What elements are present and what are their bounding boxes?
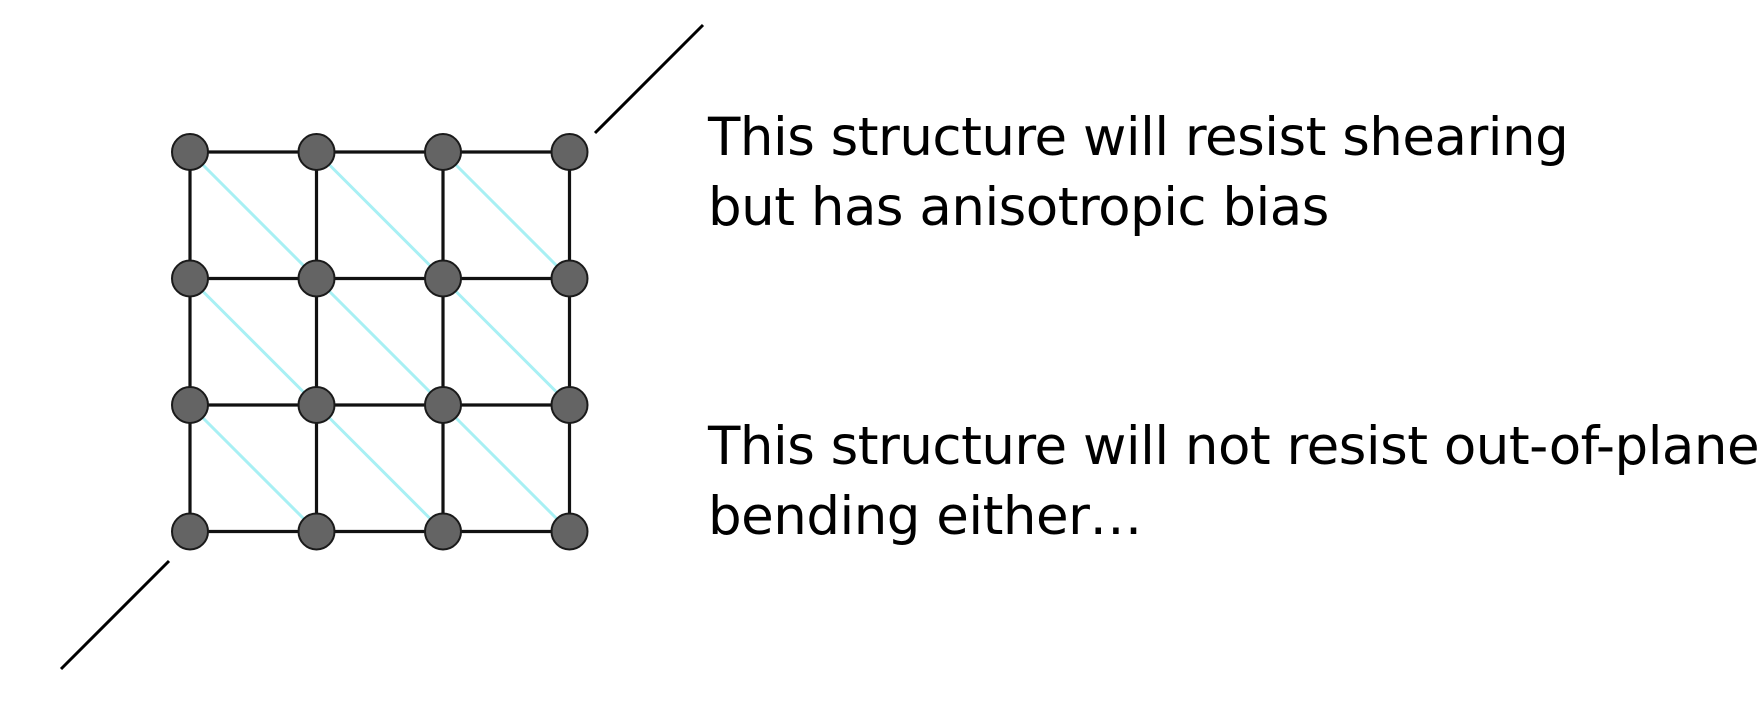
shear-diagonal [441, 403, 571, 533]
caption-bending-line-2: bending either… [708, 486, 1142, 547]
caption-shearing: This structure will resist shearing but … [708, 103, 1569, 243]
grid-node [171, 386, 209, 424]
grid-node [297, 386, 336, 424]
grid-edges [188, 150, 572, 534]
grid-node [297, 259, 336, 298]
grid-node [550, 133, 589, 171]
grid-node [171, 133, 209, 171]
shear-diagonal [315, 277, 445, 407]
shear-diagonal [441, 150, 571, 280]
grid-node [550, 512, 589, 551]
caption-bending-line-1: This structure will not resist out-of-pl… [708, 416, 1760, 477]
grid-node [424, 133, 462, 171]
grid-node [297, 512, 336, 551]
grid-node [297, 133, 336, 171]
grid-node [171, 259, 209, 298]
shear-diagonal [188, 150, 318, 280]
shear-diagonal [315, 150, 445, 280]
grid-node [424, 386, 462, 424]
grid-node [550, 386, 589, 424]
grid-node [550, 259, 589, 298]
grid-nodes [171, 133, 589, 551]
shear-diagonal [188, 277, 318, 407]
grid-node [424, 512, 462, 551]
grid-node [171, 512, 209, 551]
axis-segment-upper [593, 23, 705, 135]
caption-shearing-line-1: This structure will resist shearing [708, 107, 1569, 168]
shear-diagonal [441, 277, 571, 407]
diagonal-axis [59, 23, 705, 671]
caption-bending: This structure will not resist out-of-pl… [708, 412, 1760, 552]
grid-node [424, 259, 462, 298]
shear-diagonals [188, 150, 571, 533]
shear-diagonal [315, 403, 445, 533]
caption-shearing-line-2: but has anisotropic bias [708, 177, 1329, 238]
shear-diagonal [188, 403, 318, 533]
axis-segment-lower [59, 559, 171, 671]
